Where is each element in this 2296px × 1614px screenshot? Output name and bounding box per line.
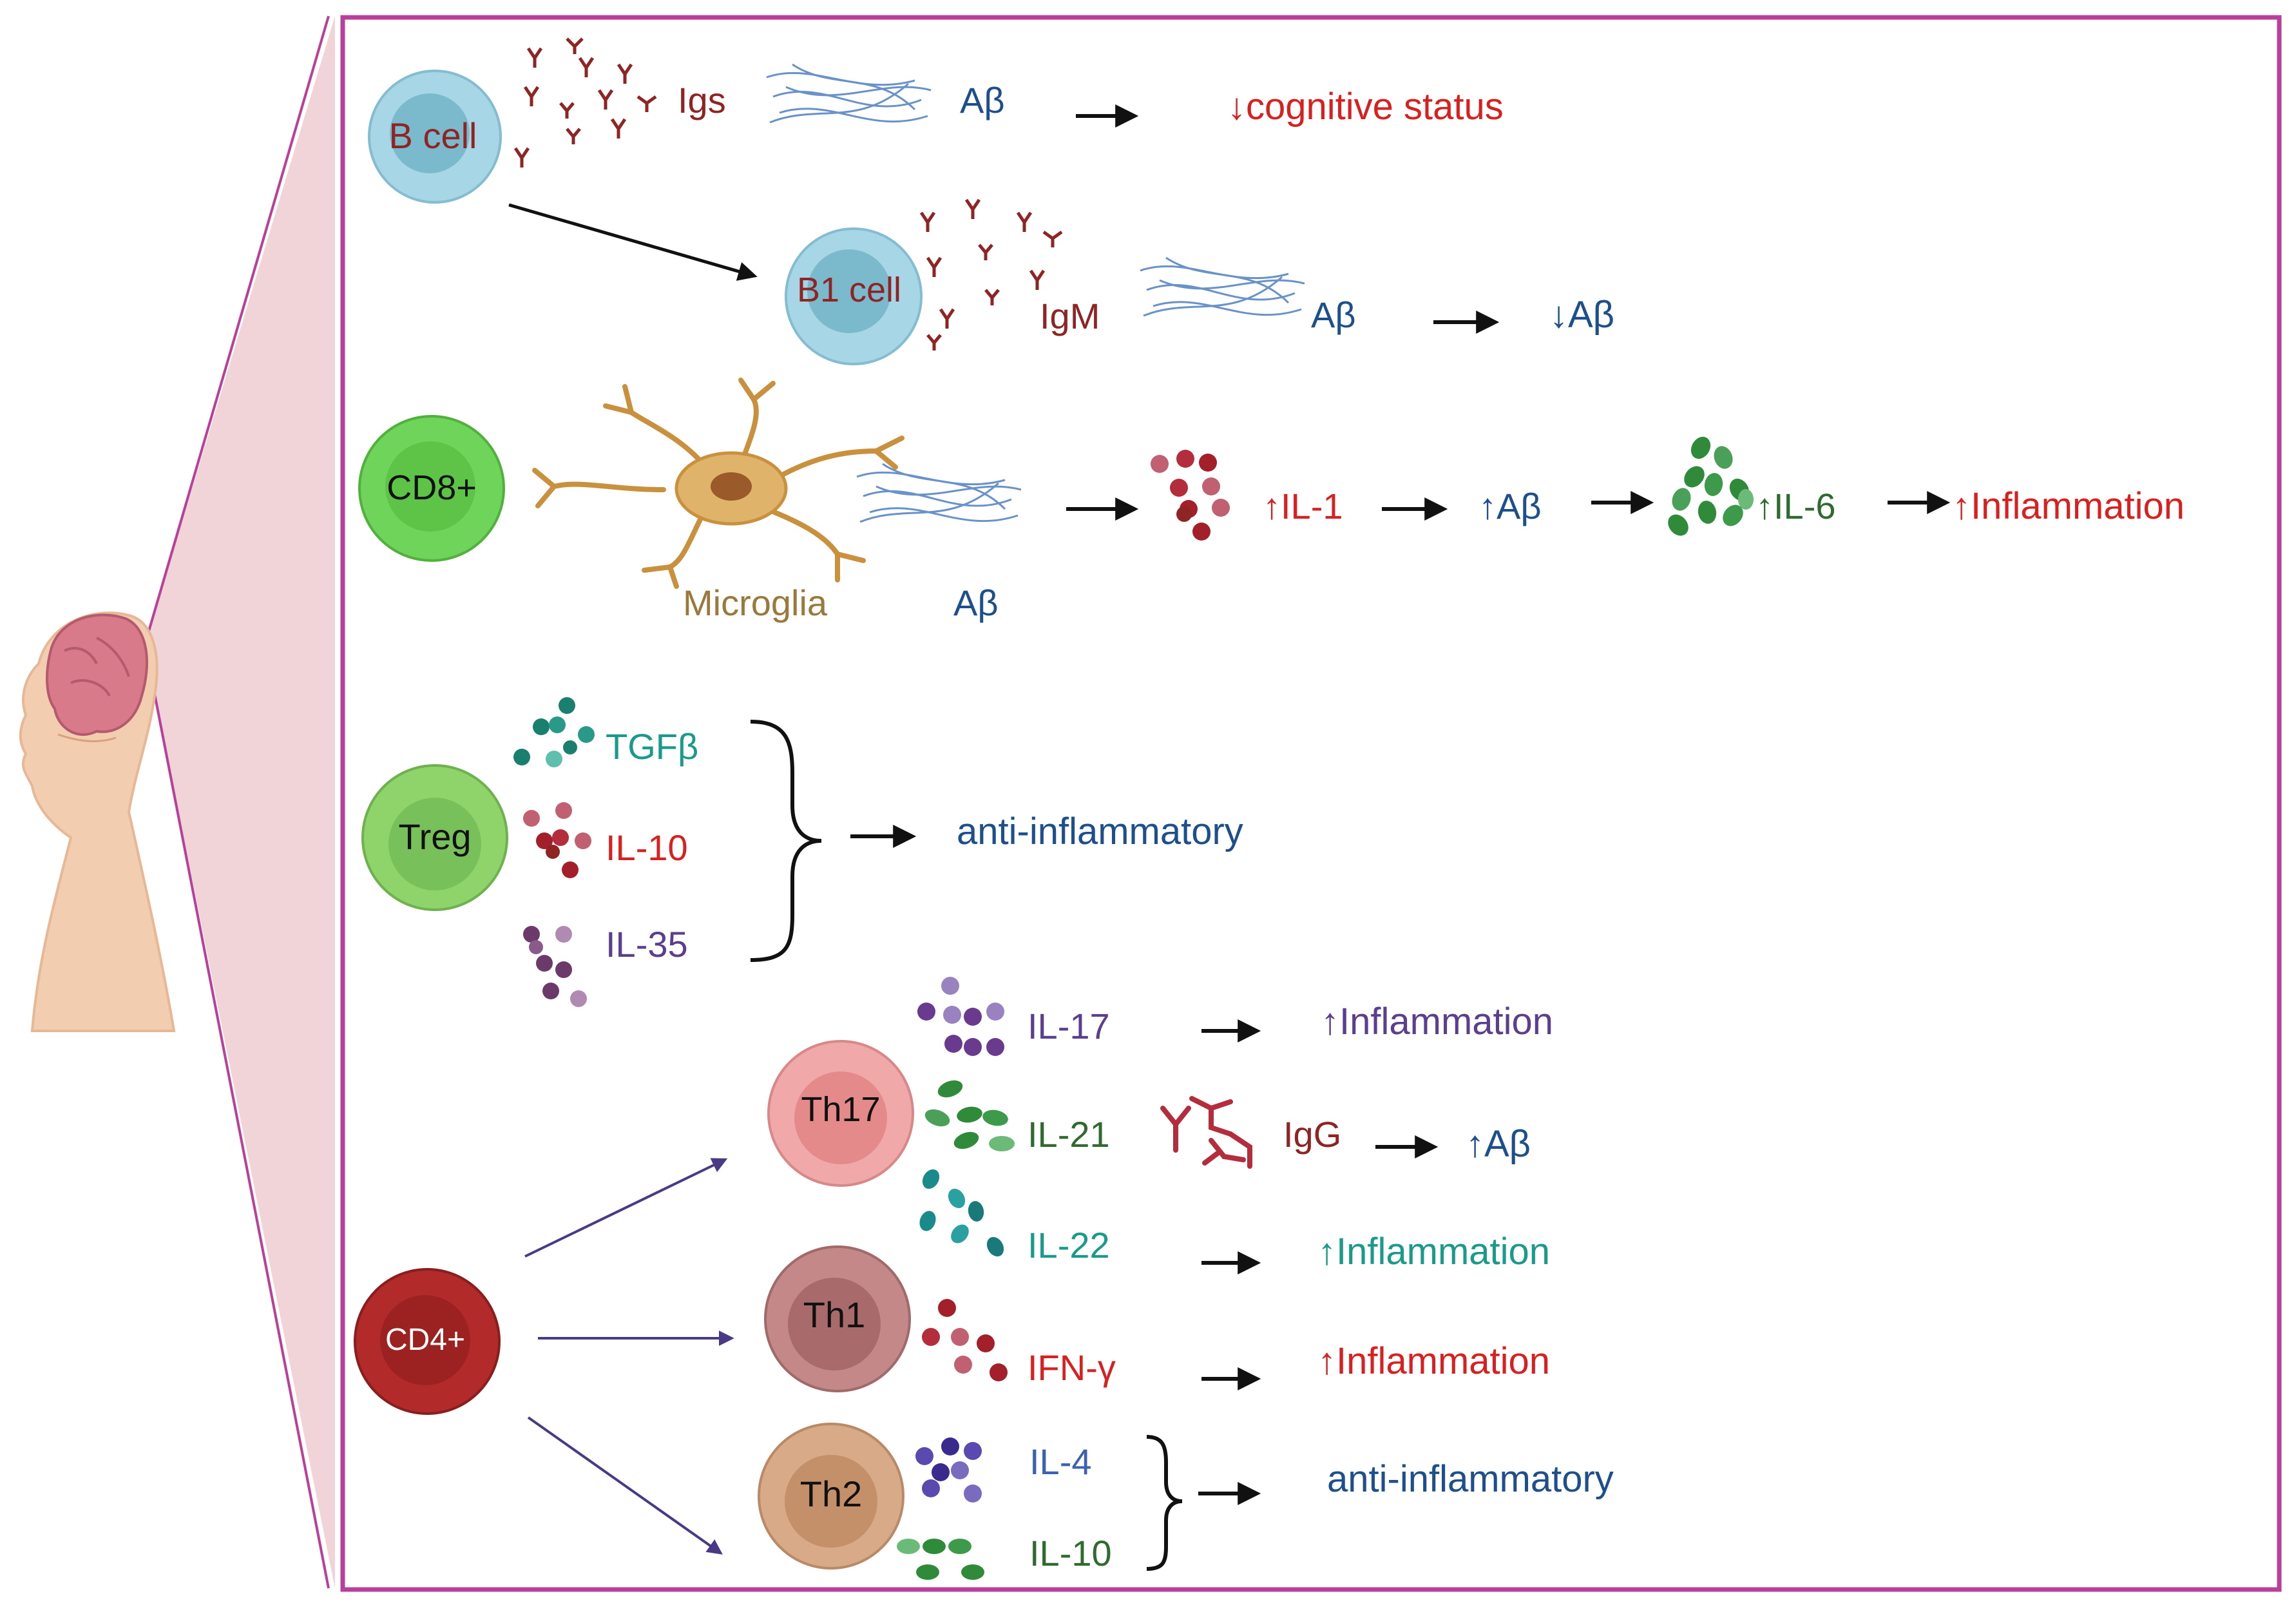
zoom-line-bottom (144, 644, 330, 1589)
th2-brace (1146, 1435, 1183, 1571)
inflammation-label-1: ↑Inflammation (1952, 485, 2185, 527)
igg-label: IgG (1283, 1114, 1341, 1155)
th2-il4-label: IL-4 (1029, 1441, 1092, 1482)
il4-particles-icon (915, 1437, 982, 1503)
th17-cell: Th17 (767, 1040, 914, 1187)
b1-cell-label: B1 cell (797, 271, 901, 309)
treg-anti-inflammatory-label: anti-inflammatory (957, 811, 1243, 852)
il22-label: IL-22 (1028, 1225, 1110, 1265)
treg-cell: Treg (361, 764, 508, 911)
cd8-cell: CD8+ (358, 415, 505, 562)
zoom-line-top (144, 15, 330, 645)
treg-cell-label: Treg (398, 816, 471, 857)
ifng-particles-icon (922, 1299, 1008, 1381)
antibody-cluster-icon-2 (919, 198, 1063, 351)
arrow-cd4-to-th17 (524, 1158, 728, 1258)
igm-label: IgM (1040, 296, 1100, 336)
abeta-label-2: Aβ (1311, 294, 1356, 335)
amyloid-fibril-icon-2 (1140, 256, 1305, 317)
igg-abeta-label: ↑Aβ (1466, 1123, 1531, 1165)
zoom-wedge (145, 16, 335, 1588)
abeta-increase-label: ↑Aβ (1478, 486, 1542, 526)
igs-label: Igs (678, 80, 726, 120)
tgfb-label: TGFβ (606, 726, 698, 767)
abeta-decrease-label: ↓Aβ (1549, 294, 1614, 336)
tgfb-particles-icon (513, 697, 595, 767)
human-head-brain-icon (19, 611, 176, 1032)
ifng-label: IFN-γ (1028, 1347, 1116, 1388)
il22-inflammation-label: ↑Inflammation (1317, 1231, 1550, 1273)
th1-cell-label: Th1 (803, 1294, 866, 1335)
il17-particles-icon (917, 977, 1004, 1056)
il1-particles-icon (1151, 450, 1230, 541)
th2-anti-inflammatory-label: anti-inflammatory (1327, 1458, 1614, 1500)
il17-label: IL-17 (1028, 1006, 1110, 1046)
igg-antibody-icon (1160, 1096, 1252, 1169)
abeta-label-1: Aβ (960, 80, 1005, 120)
b-cell: B cell (368, 70, 502, 204)
treg-il10-label: IL-10 (606, 827, 688, 868)
b1-cell: B1 cell (785, 227, 923, 365)
il6-particles-icon (1668, 436, 1754, 536)
th2-il10-particles-icon (897, 1539, 984, 1580)
th2-il10-label: IL-10 (1029, 1533, 1112, 1573)
cd4-cell-label: CD4+ (385, 1323, 465, 1357)
ifng-inflammation-label: ↑Inflammation (1317, 1340, 1550, 1382)
il10-particles-icon (523, 802, 591, 878)
il6-label: ↑IL-6 (1755, 486, 1836, 526)
il21-particles-icon (924, 1080, 1015, 1151)
cognitive-status-label: ↓cognitive status (1227, 86, 1504, 128)
content-frame (340, 15, 2282, 1592)
il1-label: ↑IL-1 (1263, 486, 1343, 526)
microglia-label: Microglia (683, 582, 828, 623)
amyloid-fibril-icon (766, 63, 932, 124)
antibody-cluster-icon (513, 37, 657, 168)
arrow-bcell-to-b1 (508, 203, 758, 281)
abeta-label-3: Aβ (953, 582, 999, 623)
cd4-cell: CD4+ (354, 1268, 501, 1415)
th1-cell: Th1 (764, 1245, 911, 1392)
il35-particles-icon (523, 926, 587, 1007)
th2-cell-label: Th2 (800, 1474, 863, 1514)
th2-cell: Th2 (758, 1423, 904, 1570)
cd8-cell-label: CD8+ (387, 468, 477, 507)
il22-particles-icon (919, 1169, 1004, 1257)
arrow-cd4-to-th2 (527, 1416, 723, 1555)
th17-cell-label: Th17 (801, 1090, 880, 1129)
il35-label: IL-35 (606, 924, 688, 965)
il17-inflammation-label: ↑Inflammation (1321, 1001, 1553, 1042)
il21-label: IL-21 (1028, 1114, 1110, 1155)
b-cell-label: B cell (389, 115, 477, 156)
microglia-nucleus (711, 472, 752, 501)
amyloid-fibril-icon-3 (856, 463, 1022, 523)
treg-brace (750, 720, 822, 962)
